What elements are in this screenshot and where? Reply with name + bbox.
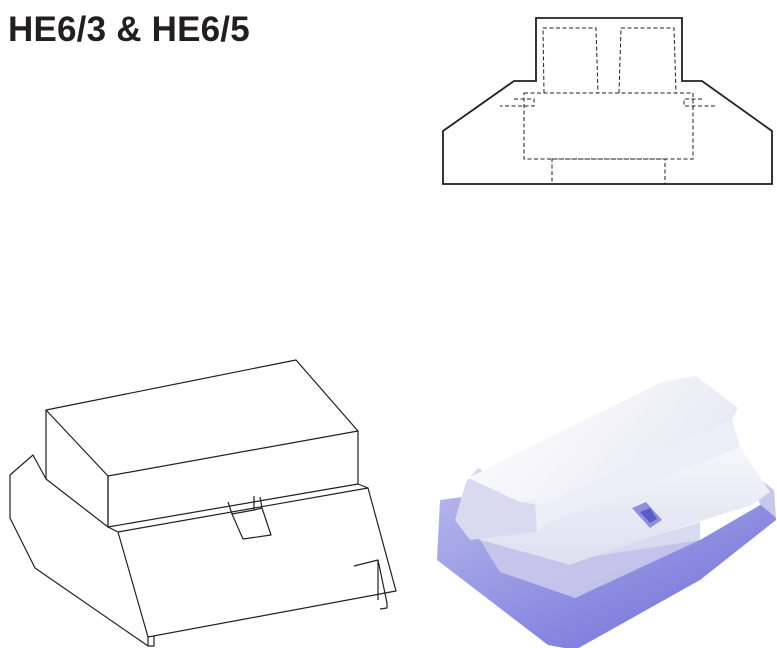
render-block-front	[520, 420, 740, 532]
hidden-right-lug	[618, 27, 677, 94]
hidden-left-lug	[542, 27, 599, 94]
iso-notch	[227, 496, 272, 540]
front-view	[442, 17, 773, 185]
hidden-center-body	[523, 92, 694, 160]
iso-top-face	[45, 359, 359, 477]
iso-ledge-left	[9, 454, 47, 480]
render-block-top	[468, 376, 738, 505]
isometric-line-drawing	[9, 359, 397, 647]
hidden-right-slot	[683, 98, 716, 107]
hidden-left-slot	[500, 98, 535, 107]
iso-right-leg	[353, 559, 388, 610]
render-front-shadow	[480, 522, 700, 598]
hidden-bottom-rail	[551, 158, 666, 185]
page-title: HE6/3 & HE6/5	[8, 10, 250, 49]
iso-left-face	[45, 410, 109, 528]
front-view-hidden-lines	[500, 27, 716, 185]
iso-slope	[117, 487, 397, 638]
render-block-left	[455, 468, 537, 540]
render-notch-shadow	[640, 508, 657, 523]
iso-front-face	[107, 431, 359, 528]
iso-left-end	[9, 475, 149, 647]
render-slope-face	[455, 447, 770, 565]
iso-slope-base	[147, 636, 155, 647]
shaded-3d-render	[437, 376, 776, 648]
front-view-outline	[442, 17, 773, 185]
iso-ledge-front	[107, 483, 369, 533]
